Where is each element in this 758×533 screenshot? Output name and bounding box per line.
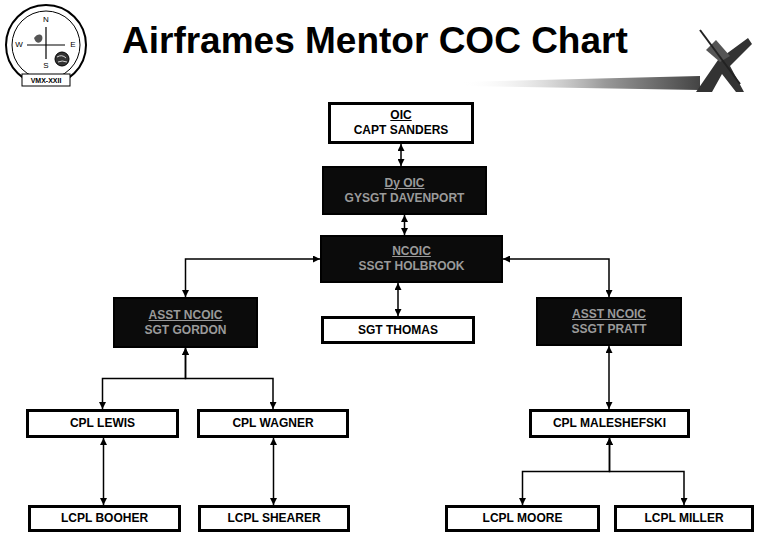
aircraft-rotor [700,30,740,84]
chart-title: Airframes Mentor COC Chart [122,20,628,62]
member-name: CPL MALESHEFSKI [553,416,666,431]
compass-letter: S [43,62,48,70]
member-name: GYSGT DAVENPORT [345,191,465,206]
member-name: LCPL SHEARER [227,511,320,526]
rank-box: CPL WAGNER [197,409,349,438]
billet-title: ASST NCOIC [572,307,646,322]
member-name: LCPL MILLER [644,511,723,526]
logo-banner-text: VMX-XXII [31,77,62,84]
chain-connector [273,438,275,505]
compass-line [27,44,65,45]
dark-rank-box: ASST NCOICSGT GORDON [113,297,258,348]
member-name: SGT GORDON [144,323,226,338]
chain-connector [523,438,610,505]
billet-title: OIC [390,108,411,123]
member-name: CPL LEWIS [70,416,135,431]
dark-rank-box: ASST NCOICSSGT PRATT [536,297,682,346]
rank-box: LCPL SHEARER [198,505,350,532]
speed-streak [460,76,700,90]
dark-rank-box: NCOICSSGT HOLBROOK [320,235,503,283]
member-name: CAPT SANDERS [354,123,449,138]
logo-inner-ring [12,11,80,79]
rank-box: CPL LEWIS [26,409,179,438]
rank-box: LCPL MOORE [445,505,600,532]
logo-globe-lines [57,56,67,62]
rank-box: SGT THOMAS [321,316,475,344]
compass-letter: W [15,41,23,49]
rank-box: LCPL BOOHER [28,505,181,532]
chain-connector [186,348,274,409]
logo-ring [6,5,86,85]
compass-line [45,27,46,59]
logo-banner [22,74,70,86]
aircraft-icon [696,30,752,92]
member-name: LCPL BOOHER [61,511,148,526]
compass-letter: E [70,41,75,49]
chain-connector [103,438,105,505]
rank-box: LCPL MILLER [614,505,754,532]
aircraft-body [696,38,752,92]
member-name: SSGT HOLBROOK [358,259,464,274]
chain-connector [397,283,399,316]
chain-connector [103,348,186,409]
chain-connector [610,438,685,505]
compass-letter: N [43,16,49,24]
member-name: SGT THOMAS [358,323,438,338]
chain-connector [186,259,321,297]
billet-title: Dy OIC [384,176,424,191]
billet-title: NCOIC [392,244,431,259]
dark-rank-box: Dy OICGYSGT DAVENPORT [322,166,487,215]
member-name: SSGT PRATT [571,322,646,337]
rank-box: CPL MALESHEFSKI [529,409,690,438]
rank-box: OICCAPT SANDERS [328,102,474,144]
member-name: LCPL MOORE [483,511,563,526]
billet-title: ASST NCOIC [148,308,222,323]
chain-connector [503,259,609,297]
logo-figure [34,34,42,42]
chain-connector [400,144,402,166]
chain-connector [608,346,610,409]
member-name: CPL WAGNER [232,416,313,431]
chain-connector [404,215,406,235]
logo-globe [55,52,69,66]
